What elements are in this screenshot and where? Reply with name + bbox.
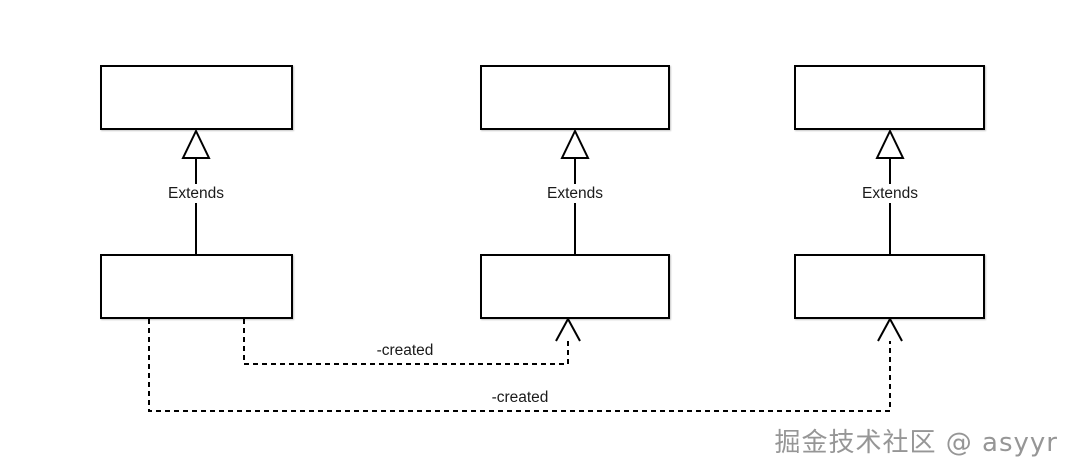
extends-label-background <box>162 184 230 203</box>
column-middle: Extends <box>480 65 670 319</box>
extends-triangle-arrowhead-icon <box>181 128 211 159</box>
created-label: -created <box>492 389 549 406</box>
extends-label: Extends <box>862 185 918 202</box>
parent-class-box <box>100 65 293 130</box>
open-arrowhead-icon <box>555 316 581 342</box>
watermark: 掘金技术社区 @ asyyr <box>774 428 1058 458</box>
extends-triangle-arrowhead-icon <box>875 128 905 159</box>
column-left: Extends <box>100 65 293 319</box>
created-connector <box>243 319 569 365</box>
child-class-box <box>794 254 985 319</box>
created-connector <box>148 319 891 412</box>
parent-class-box <box>794 65 985 130</box>
created-label: -created <box>377 342 434 359</box>
column-right: Extends <box>794 65 985 319</box>
child-class-box <box>100 254 293 319</box>
child-class-box <box>480 254 670 319</box>
extends-triangle-arrowhead-icon <box>560 128 590 159</box>
extends-label-background <box>856 184 924 203</box>
created-link-right: -created <box>148 316 903 412</box>
open-arrowhead-icon <box>877 316 903 342</box>
created-link-middle: -created <box>243 316 581 365</box>
extends-label-background <box>541 184 609 203</box>
extends-label: Extends <box>547 185 603 202</box>
parent-class-box <box>480 65 670 130</box>
extends-label: Extends <box>168 185 224 202</box>
